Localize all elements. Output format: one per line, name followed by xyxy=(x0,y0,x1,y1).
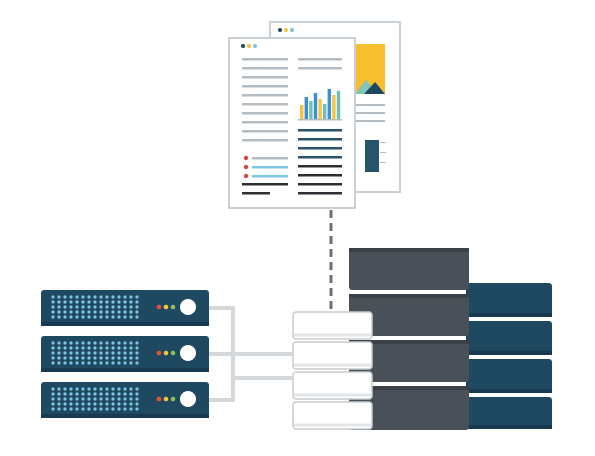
window-dot-navy xyxy=(241,44,245,48)
tower-unit-3 xyxy=(349,340,469,382)
storage-drive-4 xyxy=(466,397,552,429)
mini-chart-bar xyxy=(300,105,304,119)
storage-drive-2 xyxy=(466,321,552,355)
mini-chart-bar xyxy=(309,101,313,119)
window-dot-yellow xyxy=(247,44,251,48)
rack-servers xyxy=(41,290,209,418)
rack-server-1 xyxy=(41,290,209,326)
sidebar-block xyxy=(365,140,379,172)
status-led-red xyxy=(156,396,162,402)
data-block-4 xyxy=(292,401,373,430)
tower-unit-1 xyxy=(349,248,469,290)
bullet-dot xyxy=(243,155,249,161)
mini-chart-bar xyxy=(327,89,331,119)
document-report xyxy=(228,37,356,209)
mini-chart-bar xyxy=(304,97,308,119)
cable-bottom xyxy=(207,378,235,402)
database-tower xyxy=(349,248,469,430)
status-led-green xyxy=(170,304,176,310)
vent-grid xyxy=(51,295,139,319)
status-led-green xyxy=(170,350,176,356)
vent-grid xyxy=(51,341,139,365)
cables xyxy=(207,306,292,402)
status-led-green xyxy=(170,396,176,402)
storage-drive-3 xyxy=(466,359,552,393)
rack-server-2 xyxy=(41,336,209,372)
mini-chart-bar xyxy=(318,99,322,119)
bullet-dot xyxy=(243,164,249,170)
data-blocks xyxy=(292,311,373,430)
data-block-3 xyxy=(292,371,373,400)
bullet-dot xyxy=(243,173,249,179)
cable-top xyxy=(207,306,292,380)
window-dot-blue xyxy=(253,44,257,48)
text-column-right xyxy=(298,58,342,195)
text-column-left xyxy=(242,58,288,195)
rack-server-3 xyxy=(41,382,209,418)
status-led-yellow xyxy=(163,304,169,310)
tower-unit-4 xyxy=(349,386,469,430)
power-button-icon xyxy=(180,345,196,361)
data-block-1 xyxy=(292,311,373,340)
mini-chart-bar xyxy=(332,95,336,119)
storage-drive-1 xyxy=(466,283,552,317)
status-led-red xyxy=(156,350,162,356)
storage-drives xyxy=(466,283,552,429)
mini-bar-chart xyxy=(298,89,342,121)
data-block-2 xyxy=(292,341,373,370)
status-led-yellow xyxy=(163,350,169,356)
mini-chart-bar xyxy=(323,104,327,119)
power-button-icon xyxy=(180,391,196,407)
status-led-red xyxy=(156,304,162,310)
status-led-yellow xyxy=(163,396,169,402)
mini-chart-bar xyxy=(336,91,341,119)
power-button-icon xyxy=(180,299,196,315)
mini-chart-bar xyxy=(313,93,318,119)
vent-grid xyxy=(51,387,139,411)
tower-unit-2 xyxy=(349,294,469,336)
